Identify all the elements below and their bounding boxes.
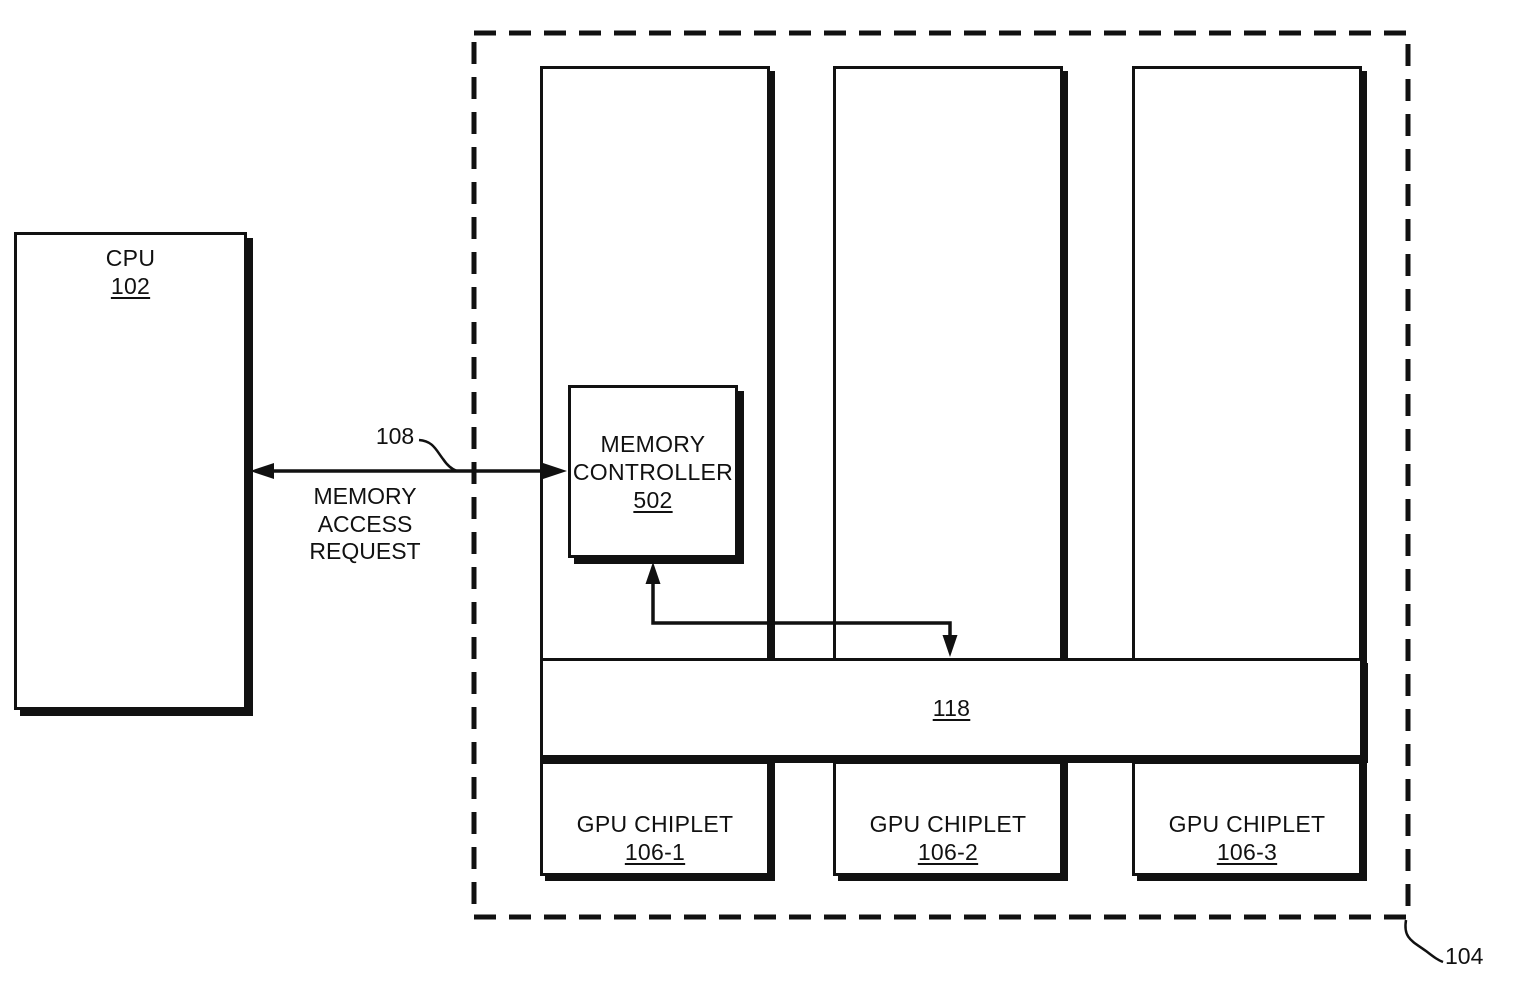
gpu-chiplet-2-body <box>833 66 1063 661</box>
caption-line-3: REQUEST <box>309 538 421 564</box>
memory-access-request-caption: MEMORY ACCESS REQUEST <box>290 483 440 566</box>
bus-ref: 118 <box>932 695 971 721</box>
memory-controller-box: MEMORY CONTROLLER 502 <box>568 385 738 558</box>
gpu-chiplet-3-label-box: GPU CHIPLET 106-3 <box>1132 758 1362 876</box>
caption-line-2: ACCESS <box>317 510 413 537</box>
gpu-chiplet-2-label-box: GPU CHIPLET 106-2 <box>833 758 1063 876</box>
gpu-chiplet-3-label: GPU CHIPLET <box>1168 810 1326 837</box>
gpu-chiplet-1-ref: 106-1 <box>624 838 686 865</box>
cpu-box: CPU 102 <box>14 232 247 710</box>
memory-controller-label-line2: CONTROLLER <box>572 458 734 485</box>
cpu-ref: 102 <box>110 273 151 299</box>
ref-104-leader-line <box>1404 919 1444 964</box>
bus-bar: 118 <box>540 658 1363 758</box>
gpu-chiplet-1-label: GPU CHIPLET <box>576 810 734 837</box>
package-ref-104: 104 <box>1445 943 1484 969</box>
memory-controller-label-line1: MEMORY <box>600 430 706 457</box>
gpu-chiplet-3-body <box>1132 66 1362 661</box>
caption-line-1: MEMORY <box>313 483 417 509</box>
interconnect-ref-108: 108 <box>375 423 415 449</box>
gpu-chiplet-3-ref: 106-3 <box>1216 838 1278 865</box>
memory-controller-ref: 502 <box>633 486 673 513</box>
gpu-chiplet-2-ref: 106-2 <box>917 838 979 865</box>
gpu-chiplet-1-label-box: GPU CHIPLET 106-1 <box>540 758 770 876</box>
gpu-chiplet-2-label: GPU CHIPLET <box>869 810 1027 837</box>
cpu-label: CPU <box>105 245 156 271</box>
gpu-chiplet-1-body <box>540 66 770 661</box>
arrowhead-left-icon <box>250 463 274 479</box>
